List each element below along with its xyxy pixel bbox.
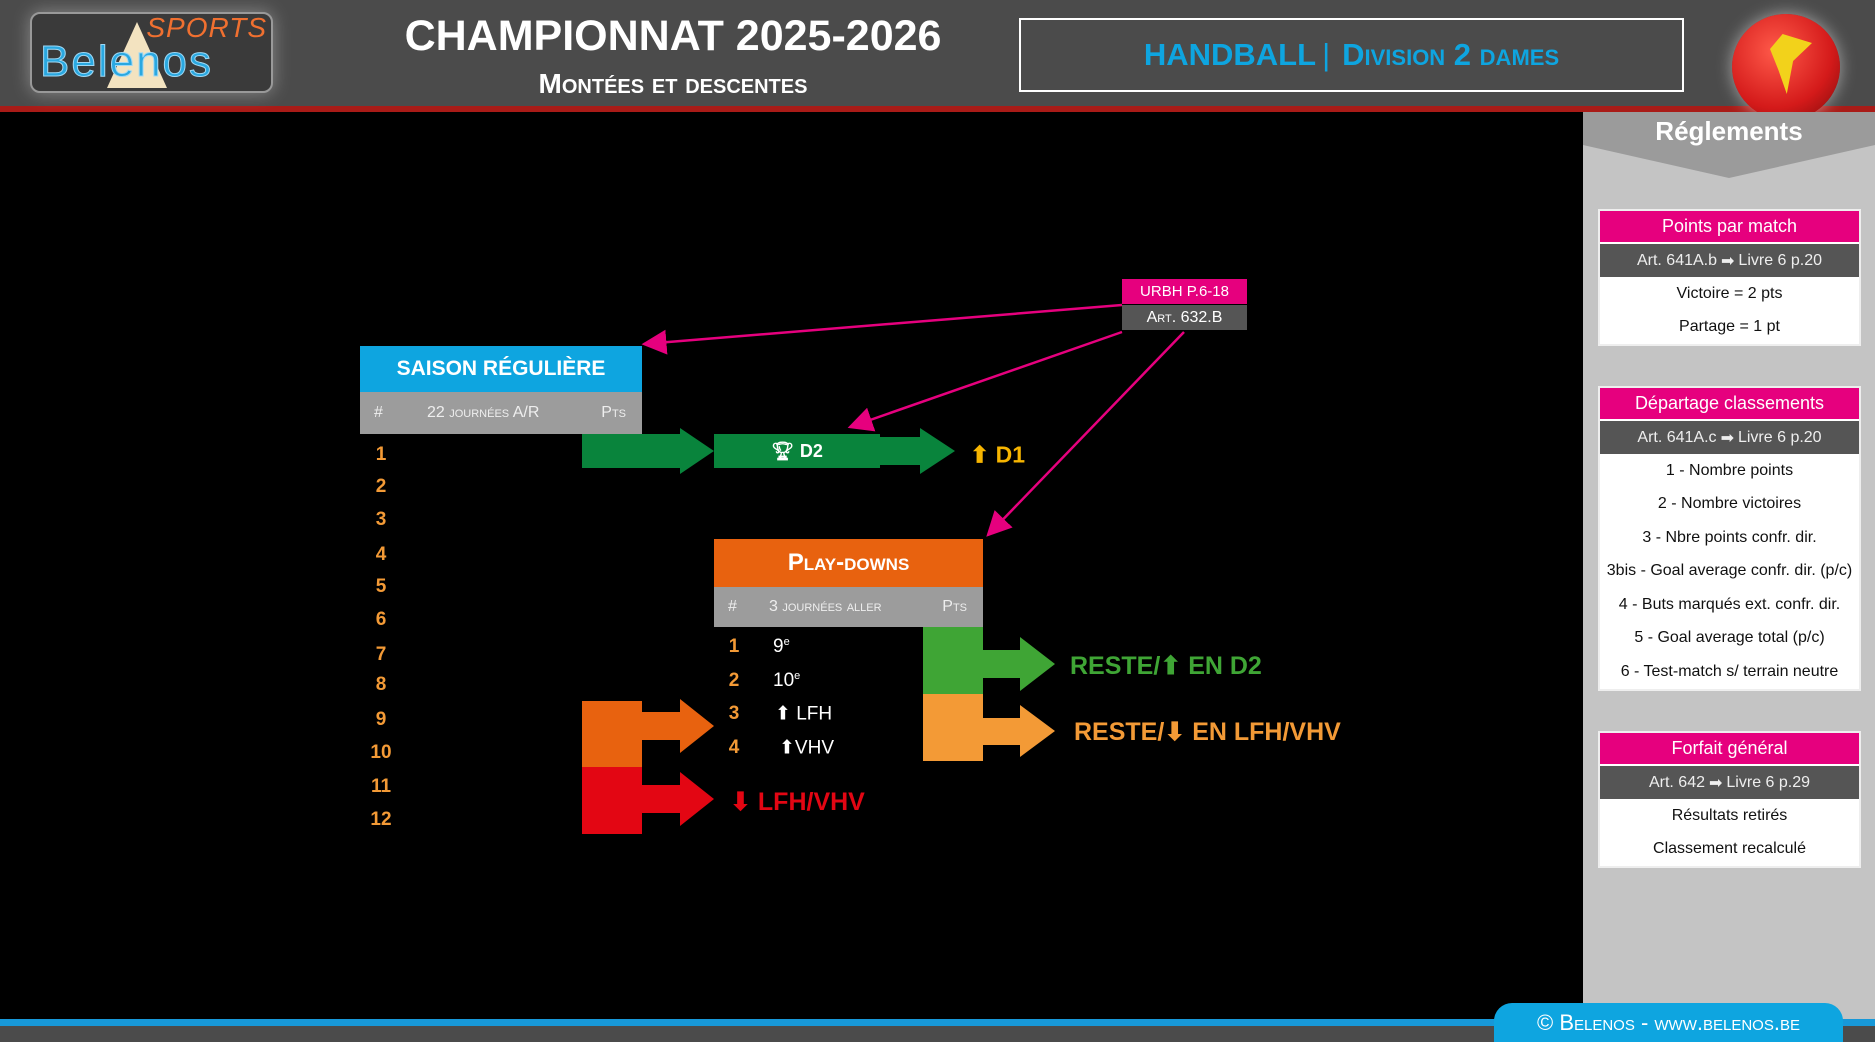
playdown-team: 10e — [773, 669, 801, 692]
rule-card-row: Partage = 1 pt — [1679, 318, 1780, 336]
arrow-right-icon: ➡ — [1721, 252, 1735, 270]
rule-card-row: 3bis - Goal average confr. dir. (p/c) — [1606, 562, 1853, 580]
col-pts: Pts — [601, 404, 626, 421]
up-arrow-icon: ⬆ — [775, 703, 791, 725]
promotion-arrow — [880, 428, 955, 474]
trophy-icon: 🏆︎ — [771, 440, 794, 461]
page-title: CHAMPIONNAT 2025-2026 — [404, 12, 942, 60]
sport-label: HANDBALL — [1143, 37, 1317, 72]
playdown-team: 9e — [773, 635, 790, 658]
footer-line — [0, 1019, 1875, 1026]
handball-logo — [1732, 14, 1840, 120]
rule-card-row: 3 - Nbre points confr. dir. — [1642, 528, 1817, 546]
col-days: 3 journées aller — [769, 598, 882, 615]
playdown-rank: 4 — [728, 737, 740, 758]
col-rank: # — [374, 404, 383, 421]
stay-d2-arrow — [923, 627, 1055, 694]
playdowns-title: Play-downs — [714, 539, 983, 587]
division-banner: HANDBALL | Division 2 dames — [1019, 18, 1684, 92]
rule-card-title: Forfait général — [1600, 733, 1859, 766]
rank-number: 8 — [375, 674, 387, 695]
logo-belenos-text: Belenos — [39, 37, 214, 87]
footer-bar — [0, 1026, 1875, 1042]
down-arrow-icon: ⬇ — [730, 788, 751, 816]
up-arrow-icon: ⬆ — [970, 441, 990, 468]
playdown-rank: 3 — [728, 703, 740, 724]
header-divider — [0, 106, 1875, 112]
promotion-d1: ⬆ D1 — [970, 442, 1025, 469]
outcome-stay-lfh: RESTE/⬇ EN LFH/VHV — [1074, 718, 1341, 746]
playdown-team: ⬆ LFH — [775, 703, 833, 725]
d1-label: D1 — [995, 441, 1026, 468]
rank-number: 2 — [375, 476, 387, 497]
rule-card-row: 4 - Buts marqués ext. confr. dir. — [1618, 595, 1841, 613]
outcome-relegated: ⬇ LFH/VHV — [730, 788, 865, 816]
rules-title: Réglements — [1655, 116, 1803, 146]
playdowns-columns: # 3 journées aller Pts — [714, 587, 983, 627]
rule-card-row: 5 - Goal average total (p/c) — [1634, 629, 1825, 647]
rank-number: 3 — [375, 509, 387, 530]
division-label: Division 2 dames — [1342, 37, 1560, 72]
col-pts: Pts — [942, 598, 967, 615]
copyright-link[interactable]: © Belenos - www.belenos.be — [1494, 1003, 1843, 1042]
ref-line-playdowns — [986, 331, 1185, 537]
rule-card-row: 1 - Nombre points — [1665, 461, 1794, 479]
champion-arrow — [582, 428, 714, 474]
rank-number: 10 — [370, 742, 392, 763]
arrow-right-icon: ➡ — [1720, 429, 1734, 447]
relegation-arrow — [582, 767, 714, 834]
regular-season-title: SAISON RÉGULIÈRE — [360, 346, 642, 392]
up-arrow-icon: ⬆ — [779, 737, 795, 759]
rank-number: 5 — [375, 576, 387, 597]
d2-label: D2 — [799, 440, 823, 461]
banner-separator: | — [1322, 37, 1331, 72]
rule-card-row: 2 - Nombre victoires — [1657, 495, 1802, 513]
rule-card-row: Classement recalculé — [1653, 840, 1806, 858]
rank-number: 1 — [375, 444, 387, 465]
rule-card-reference: Art. 641A.c➡Livre 6 p.20 — [1600, 421, 1859, 454]
playdown-rank: 1 — [728, 636, 740, 657]
rank-number: 4 — [375, 544, 387, 565]
rank-number: 7 — [375, 644, 387, 665]
playdown-team: ⬆VHV — [779, 737, 834, 759]
d2-box — [714, 434, 880, 468]
rank-number: 9 — [375, 709, 387, 730]
rule-card-title: Points par match — [1600, 211, 1859, 244]
col-rank: # — [728, 598, 737, 615]
rule-card-row: Résultats retirés — [1671, 806, 1788, 824]
rank-number: 6 — [375, 609, 387, 630]
rule-card-row: Victoire = 2 pts — [1676, 284, 1783, 302]
article-reference: Art. 632.B — [1122, 305, 1247, 330]
header-bar — [0, 0, 1875, 106]
ref-line-season — [641, 303, 1123, 355]
down-arrow-icon: ⬇ — [1164, 718, 1186, 746]
rule-card: Points par match Art. 641A.b➡Livre 6 p.2… — [1598, 209, 1861, 346]
outcome-stay-d2: RESTE/⬆ EN D2 — [1070, 652, 1262, 680]
d2-champion-label: 🏆︎ D2 — [714, 434, 880, 468]
up-arrow-icon: ⬆ — [1160, 652, 1182, 680]
diagram-graphics — [582, 303, 1185, 834]
rule-card-title: Départage classements — [1600, 388, 1859, 421]
regular-season-columns: # 22 journées A/R Pts — [360, 392, 642, 434]
playdown-rank: 2 — [728, 670, 740, 691]
arrow-right-icon: ➡ — [1709, 774, 1723, 792]
playdown-arrow — [582, 699, 714, 767]
stay-lfh-arrow — [923, 694, 1055, 761]
rank-number: 12 — [370, 809, 392, 830]
rule-card-row: 6 - Test-match s/ terrain neutre — [1620, 662, 1839, 680]
page-subtitle: Montées et descentes — [538, 68, 808, 99]
rule-card-reference: Art. 641A.b➡Livre 6 p.20 — [1600, 244, 1859, 277]
rule-card-reference: Art. 642➡Livre 6 p.29 — [1600, 766, 1859, 799]
ref-line-d2 — [847, 330, 1123, 432]
belenos-sports-logo: SPORTS Belenos — [30, 12, 273, 93]
rank-number: 11 — [370, 776, 392, 797]
col-days: 22 journées A/R — [427, 404, 540, 421]
urbh-reference: URBH P.6-18 — [1122, 279, 1247, 304]
logo-sports-text: SPORTS — [146, 12, 267, 43]
rule-card: Départage classements Art. 641A.c➡Livre … — [1598, 386, 1861, 691]
